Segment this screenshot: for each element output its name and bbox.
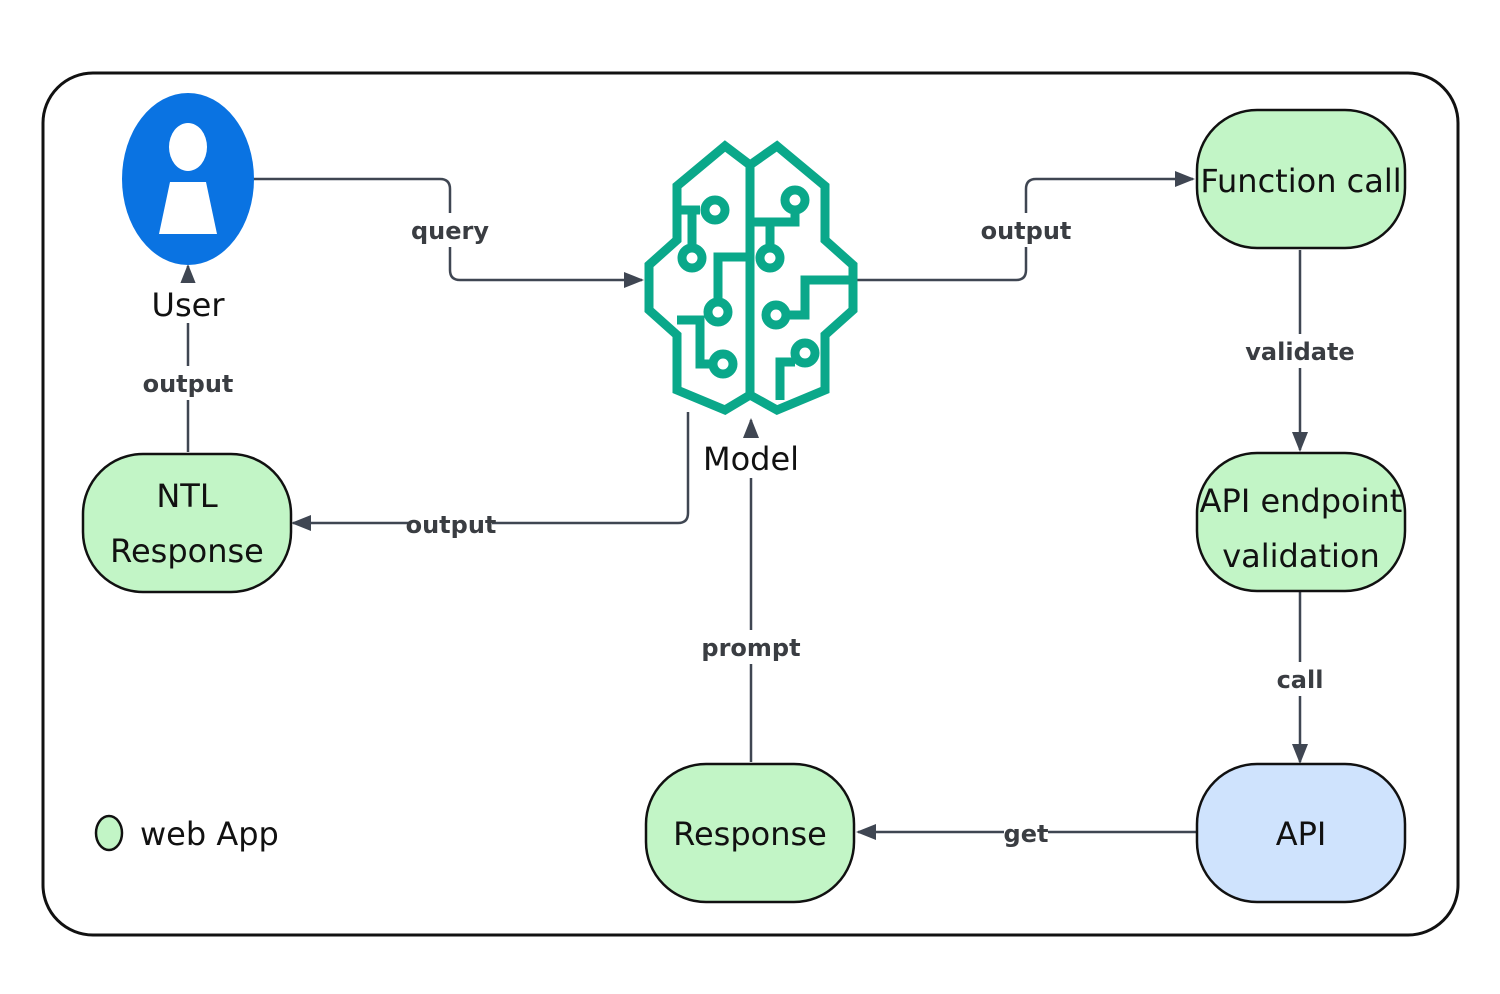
api-endpoint-validation-node[interactable]: API endpoint validation — [1195, 451, 1407, 593]
legend-swatch-web-app — [94, 814, 124, 852]
legend: web App — [94, 814, 279, 853]
svg-text:API endpoint: API endpoint — [1200, 482, 1403, 520]
edge-label-output-function: output — [981, 213, 1072, 247]
svg-text:Function call: Function call — [1200, 162, 1401, 200]
svg-text:get: get — [1004, 820, 1049, 848]
model-node[interactable]: Model — [644, 140, 858, 478]
svg-text:Response: Response — [110, 532, 264, 570]
svg-text:validate: validate — [1245, 338, 1354, 366]
user-label: User — [152, 286, 226, 324]
ntl-response-node[interactable]: NTL Response — [81, 452, 293, 594]
user-icon-head — [169, 123, 207, 171]
svg-text:prompt: prompt — [701, 634, 800, 662]
edge-model-to-ntl — [291, 412, 690, 531]
edge-label-get: get — [1004, 816, 1049, 848]
edge-label-prompt: prompt — [701, 630, 801, 664]
response-node[interactable]: Response — [644, 762, 856, 904]
legend-label: web App — [140, 815, 279, 853]
user-icon-body — [159, 182, 217, 234]
svg-text:query: query — [411, 217, 489, 245]
svg-text:call: call — [1277, 666, 1324, 694]
edge-label-output-ntl: output — [406, 507, 497, 541]
svg-text:NTL: NTL — [156, 477, 217, 515]
model-label: Model — [703, 440, 799, 478]
edge-label-query: query — [411, 213, 489, 247]
user-node[interactable]: User — [122, 93, 254, 324]
svg-text:validation: validation — [1222, 537, 1380, 575]
edge-label-validate: validate — [1245, 334, 1355, 368]
user-icon — [122, 93, 254, 265]
svg-text:API: API — [1276, 815, 1327, 853]
function-call-node[interactable]: Function call — [1195, 108, 1407, 250]
brain-circuit-icon — [644, 140, 858, 416]
edge-label-output-user: output — [143, 366, 234, 400]
svg-text:output: output — [981, 217, 1072, 245]
svg-text:output: output — [143, 370, 234, 398]
edge-label-call: call — [1274, 662, 1326, 696]
svg-text:Response: Response — [673, 815, 827, 853]
api-node[interactable]: API — [1195, 762, 1407, 904]
svg-text:output: output — [406, 511, 497, 539]
